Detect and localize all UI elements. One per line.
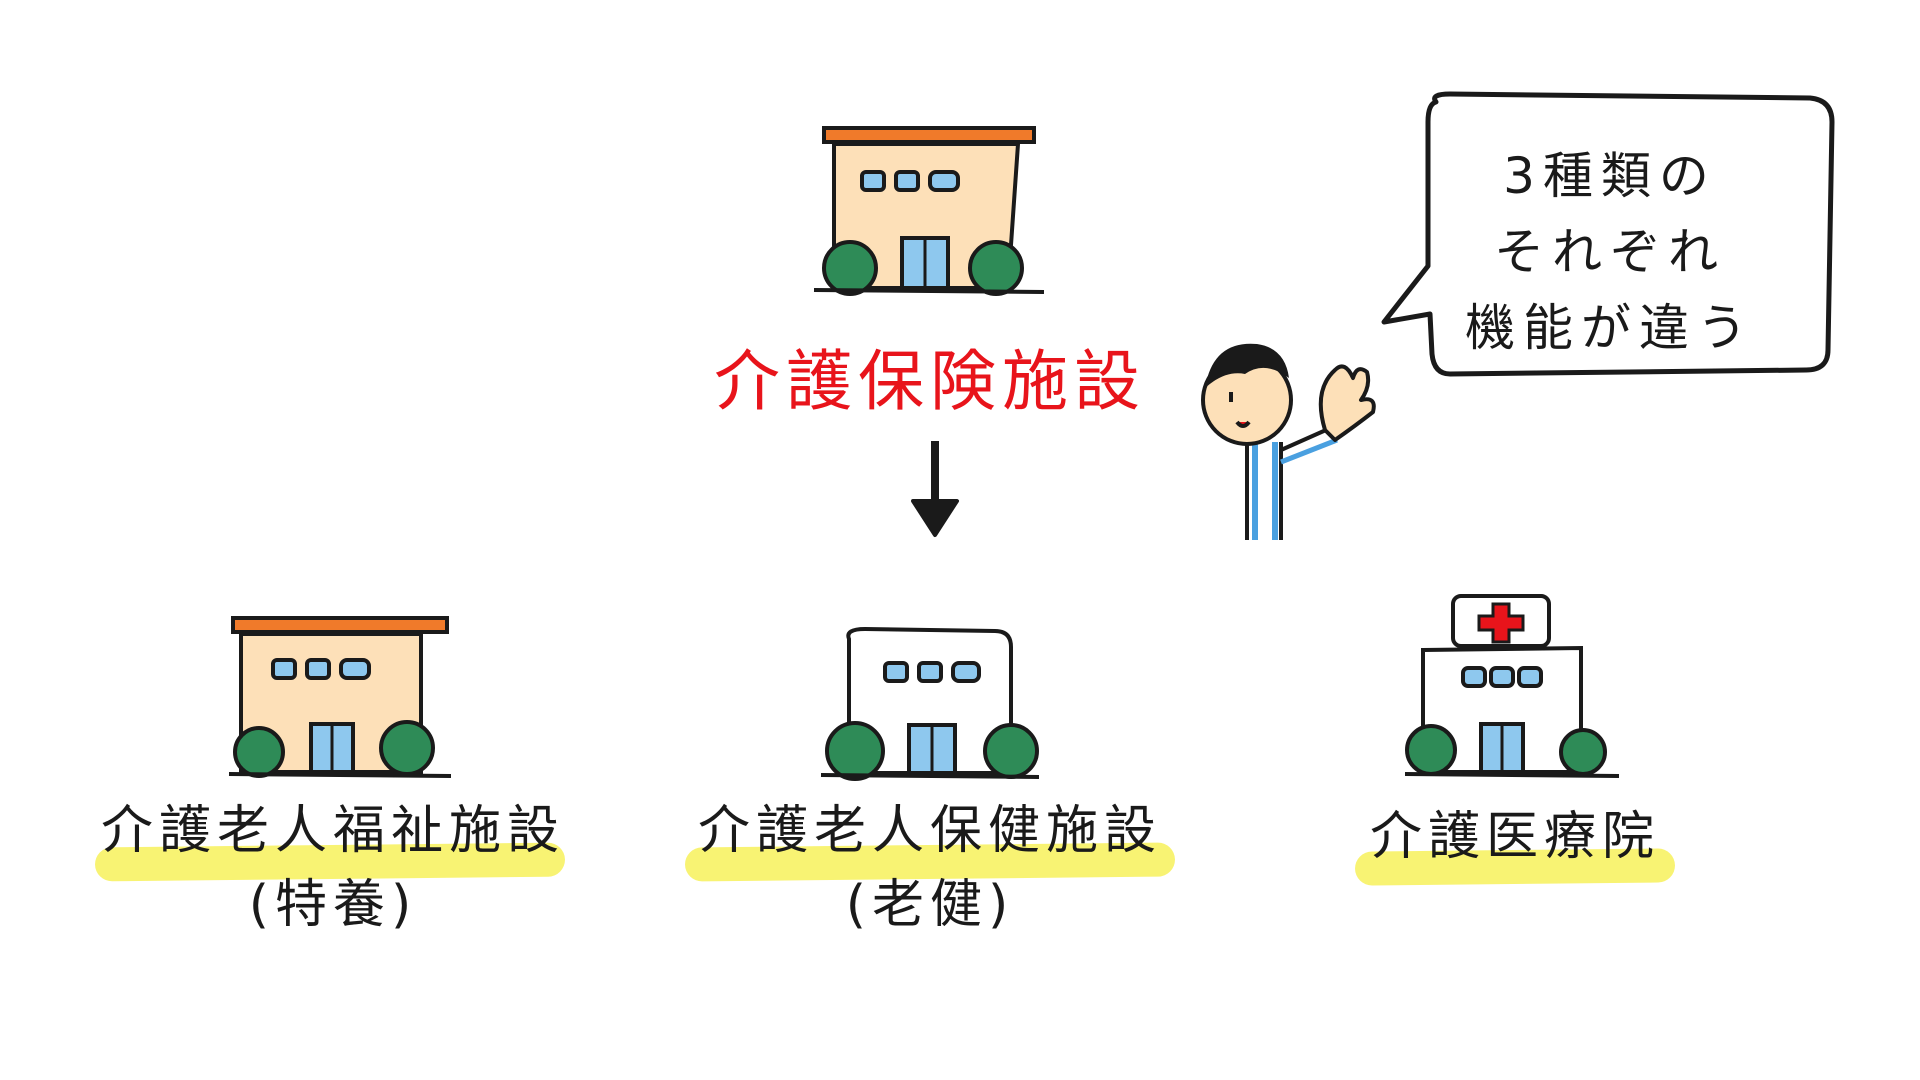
speech-line-3: 機能が違う xyxy=(1465,299,1755,357)
child-2-label: 介護老人保健施設 xyxy=(697,801,1162,861)
hospital-building-icon xyxy=(1405,594,1620,778)
down-arrow-icon xyxy=(911,441,959,537)
speech-line-2: それぞれ xyxy=(1494,223,1726,281)
care-facility-building-icon xyxy=(813,126,1045,296)
waving-person-icon xyxy=(1201,343,1376,540)
child-1-sublabel: (特養) xyxy=(248,875,418,935)
health-facility-building-icon xyxy=(820,626,1040,781)
child-2-sublabel: (老健) xyxy=(845,875,1015,935)
nursing-home-building-icon xyxy=(228,616,452,778)
child-1-label: 介護老人福祉施設 xyxy=(100,801,565,861)
speech-bubble-text: 3種類の それぞれ 機能が違う xyxy=(1425,138,1795,366)
speech-bubble xyxy=(1381,91,1835,377)
root-facility-title: 介護保険施設 xyxy=(714,343,1146,420)
speech-line-1: 3種類の xyxy=(1503,147,1717,205)
child-3-label: 介護医療院 xyxy=(1369,807,1660,867)
